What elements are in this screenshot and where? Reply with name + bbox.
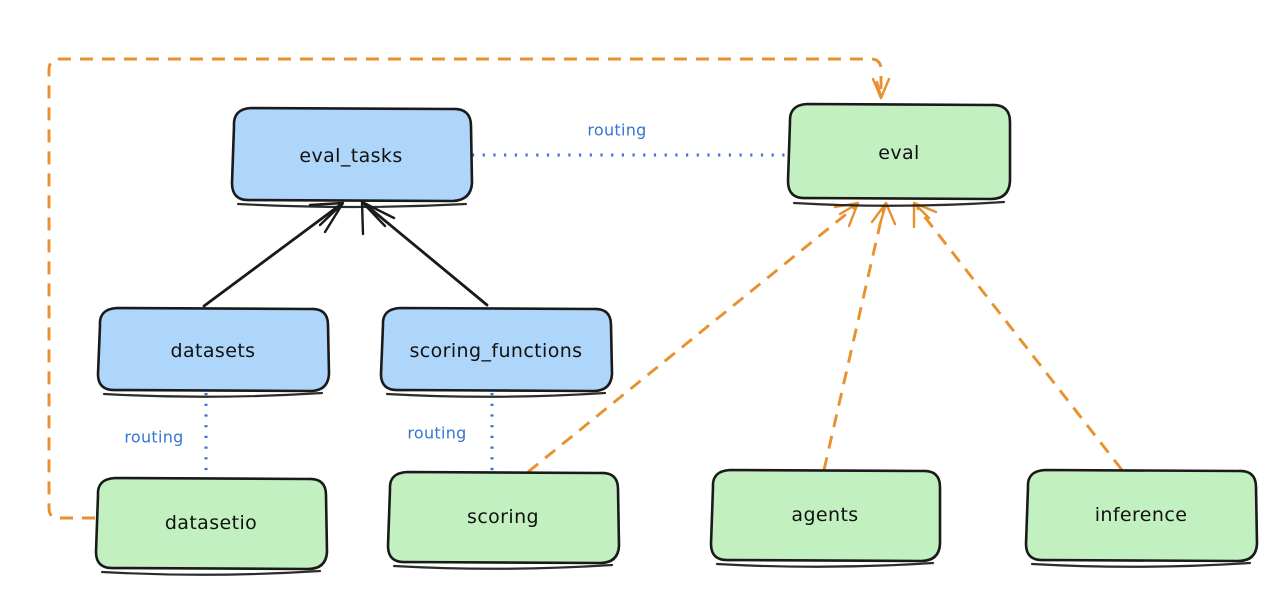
edge-inference-to-eval: [912, 201, 1124, 471]
node-label-eval-tasks: eval_tasks: [299, 145, 402, 167]
node-datasets[interactable]: datasets: [96, 306, 331, 398]
edge-datasets-to-eval-tasks: [202, 201, 345, 308]
node-label-inference: inference: [1095, 504, 1188, 526]
node-scoring[interactable]: scoring: [386, 470, 621, 570]
node-eval-tasks[interactable]: eval_tasks: [230, 106, 474, 209]
node-label-datasets: datasets: [171, 340, 256, 362]
node-inference[interactable]: inference: [1024, 468, 1259, 568]
node-label-datasetio: datasetio: [165, 512, 257, 534]
edge-label-routing-datasetio: routing: [124, 428, 183, 447]
node-scoring-functions[interactable]: scoring_functions: [379, 306, 614, 398]
node-datasetio[interactable]: datasetio: [94, 476, 329, 576]
node-label-scoring-functions: scoring_functions: [410, 340, 583, 362]
node-label-scoring: scoring: [467, 506, 539, 528]
edge-label-routing-scoring: routing: [407, 424, 466, 443]
edge-scoring-functions-to-eval-tasks: [360, 200, 489, 307]
edge-label-routing-eval: routing: [587, 121, 646, 140]
node-eval[interactable]: eval: [786, 102, 1012, 207]
node-label-eval: eval: [878, 142, 919, 164]
node-agents[interactable]: agents: [709, 468, 942, 568]
node-label-agents: agents: [791, 504, 858, 526]
edge-agents-to-eval: [822, 201, 897, 471]
edge-datasetio-to-eval: [47, 57, 891, 520]
